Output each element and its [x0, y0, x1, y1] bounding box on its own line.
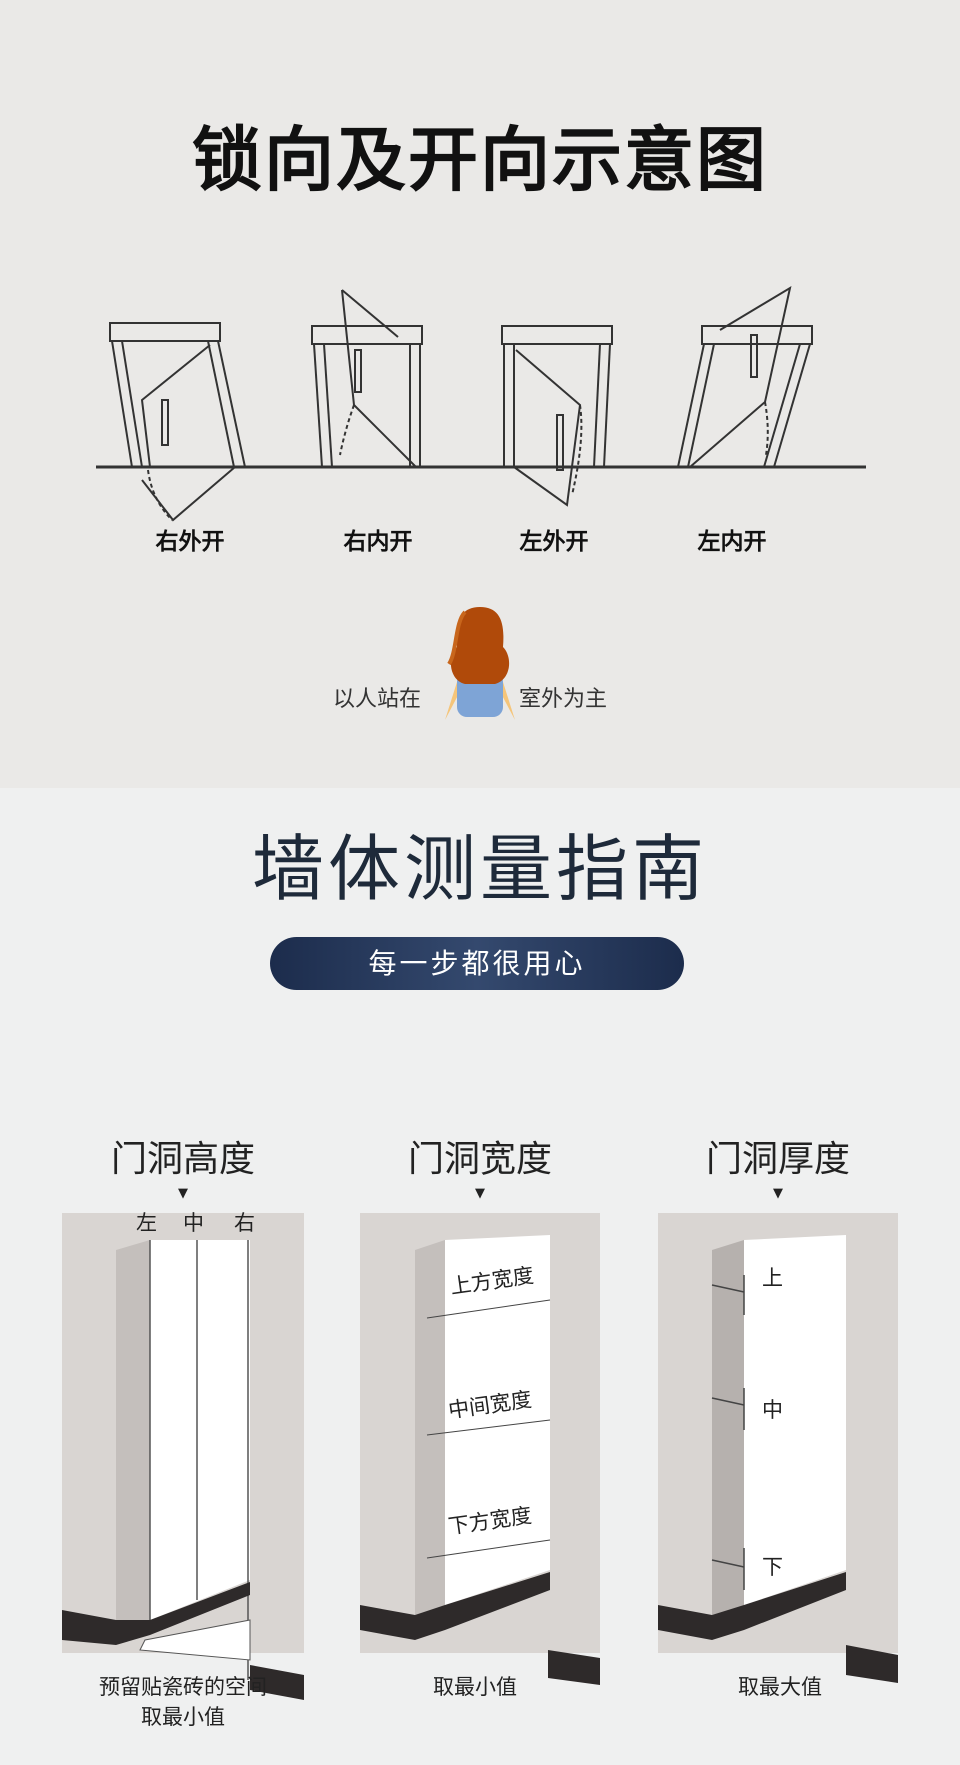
column-caption: 取最小值 — [345, 1672, 605, 1702]
door-label: 左内开 — [697, 529, 767, 555]
caption-left: 以人站在 — [333, 687, 422, 712]
column-caption: 取最大值 — [650, 1672, 910, 1702]
subtitle-pill: 每一步都很用心 — [270, 937, 684, 990]
column-caption: 预留贴瓷砖的空间 取最小值 — [53, 1672, 313, 1732]
door-label: 右内开 — [343, 529, 413, 555]
door-right-outward-icon — [109, 322, 246, 522]
door-label: 右外开 — [155, 529, 225, 555]
caption-right: 室外为主 — [519, 687, 608, 712]
column-heading: 门洞高度 — [110, 1139, 255, 1180]
width-diagram — [360, 1213, 600, 1685]
door-right-inward-icon — [311, 289, 423, 468]
door-left-outward-icon — [501, 325, 613, 507]
mark-bottom: 下 — [762, 1555, 783, 1579]
height-diagram — [62, 1213, 304, 1700]
down-arrow-icon: ▼ — [178, 1186, 188, 1201]
caption-line: 预留贴瓷砖的空间 — [99, 1675, 267, 1699]
mark-left: 左 — [136, 1211, 157, 1235]
door-label: 左外开 — [519, 529, 589, 555]
mark-center: 中 — [183, 1211, 204, 1235]
door-direction-section: 锁向及开向示意图 — [0, 0, 960, 788]
down-arrow-icon: ▼ — [773, 1186, 783, 1201]
person-icon — [445, 607, 515, 720]
down-arrow-icon: ▼ — [475, 1186, 485, 1201]
caption-line: 取最小值 — [141, 1705, 225, 1729]
door-diagrams — [96, 285, 866, 522]
caption-line: 取最小值 — [433, 1675, 517, 1699]
door-left-inward-icon — [677, 285, 813, 468]
mark-top: 上 — [762, 1266, 783, 1290]
caption-line: 取最大值 — [738, 1675, 822, 1699]
section-title: 锁向及开向示意图 — [192, 119, 768, 201]
column-heading: 门洞厚度 — [705, 1139, 850, 1180]
section-title: 墙体测量指南 — [251, 827, 708, 911]
mark-right: 右 — [234, 1211, 255, 1235]
column-heading: 门洞宽度 — [407, 1139, 552, 1180]
thickness-diagram — [658, 1213, 898, 1683]
mark-middle: 中 — [762, 1398, 783, 1422]
